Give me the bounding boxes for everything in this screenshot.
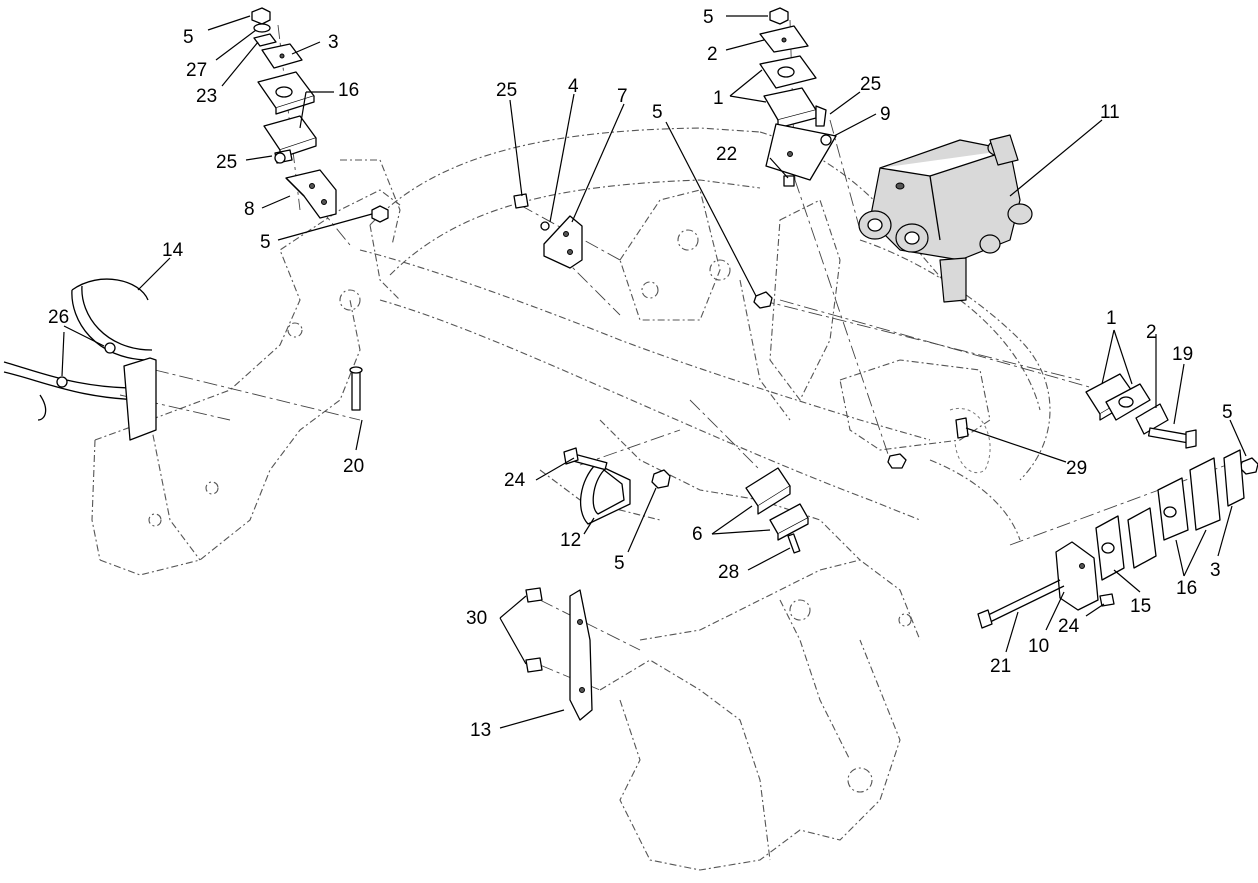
callout-label: 5 xyxy=(183,27,194,48)
handle-bracket-12 xyxy=(563,447,671,525)
fitting-29 xyxy=(955,417,969,439)
callout-label: 13 xyxy=(470,720,491,741)
top-left-mount-stack xyxy=(251,7,389,223)
bolt-20 xyxy=(349,366,363,411)
callout-label: 24 xyxy=(504,470,526,491)
callout-label: 29 xyxy=(1066,458,1087,479)
callout-label: 8 xyxy=(244,199,255,220)
callout-label: 5 xyxy=(614,553,625,574)
center-bracket xyxy=(513,193,583,269)
right-isolator-stack xyxy=(1085,373,1197,449)
callout-label: 7 xyxy=(617,86,628,107)
callout-label: 2 xyxy=(707,44,718,65)
callout-label: 19 xyxy=(1172,344,1193,365)
callout-label: 5 xyxy=(260,232,271,253)
isolator-pair-6 xyxy=(745,467,809,554)
upper-center-mount-stack xyxy=(759,7,837,187)
callout-label: 12 xyxy=(560,530,581,551)
callout-label: 23 xyxy=(196,86,217,107)
callout-label: 27 xyxy=(186,60,207,81)
callout-label: 25 xyxy=(216,152,237,173)
callout-label: 16 xyxy=(338,80,359,101)
valve-block-11 xyxy=(858,134,1033,303)
callout-label: 20 xyxy=(343,456,364,477)
callout-label: 4 xyxy=(568,76,579,97)
callout-label: 2 xyxy=(1146,322,1157,343)
nut-5-center xyxy=(753,291,907,469)
callout-label: 5 xyxy=(703,7,714,28)
callout-label: 3 xyxy=(1210,560,1221,581)
lower-right-mount-stack xyxy=(977,449,1258,629)
callout-label: 9 xyxy=(880,104,891,125)
callout-label: 25 xyxy=(860,74,881,95)
callout-labels: 5 27 23 3 16 25 8 5 14 26 20 25 4 7 5 5 … xyxy=(48,7,1233,741)
callout-label: 21 xyxy=(990,656,1011,677)
callout-label: 10 xyxy=(1028,636,1049,657)
nut-icon xyxy=(251,7,271,25)
callout-label: 28 xyxy=(718,562,739,583)
callout-label: 26 xyxy=(48,307,69,328)
callout-label: 14 xyxy=(162,240,184,261)
callout-label: 24 xyxy=(1058,616,1080,637)
bracket-13 xyxy=(525,587,593,721)
chassis-frame-outline xyxy=(91,127,1051,871)
left-hose-and-bracket xyxy=(3,278,157,441)
callout-label: 25 xyxy=(496,80,517,101)
leader-lines xyxy=(61,15,1247,729)
callout-label: 30 xyxy=(466,608,487,629)
callout-label: 16 xyxy=(1176,578,1197,599)
callout-label: 1 xyxy=(713,88,724,109)
callout-label: 15 xyxy=(1130,596,1151,617)
callout-label: 11 xyxy=(1100,102,1120,123)
callout-label: 22 xyxy=(716,144,737,165)
callout-label: 1 xyxy=(1106,308,1117,329)
callout-label: 6 xyxy=(692,524,703,545)
callout-label: 5 xyxy=(652,102,663,123)
callout-label: 3 xyxy=(328,32,339,53)
callout-label: 5 xyxy=(1222,402,1233,423)
